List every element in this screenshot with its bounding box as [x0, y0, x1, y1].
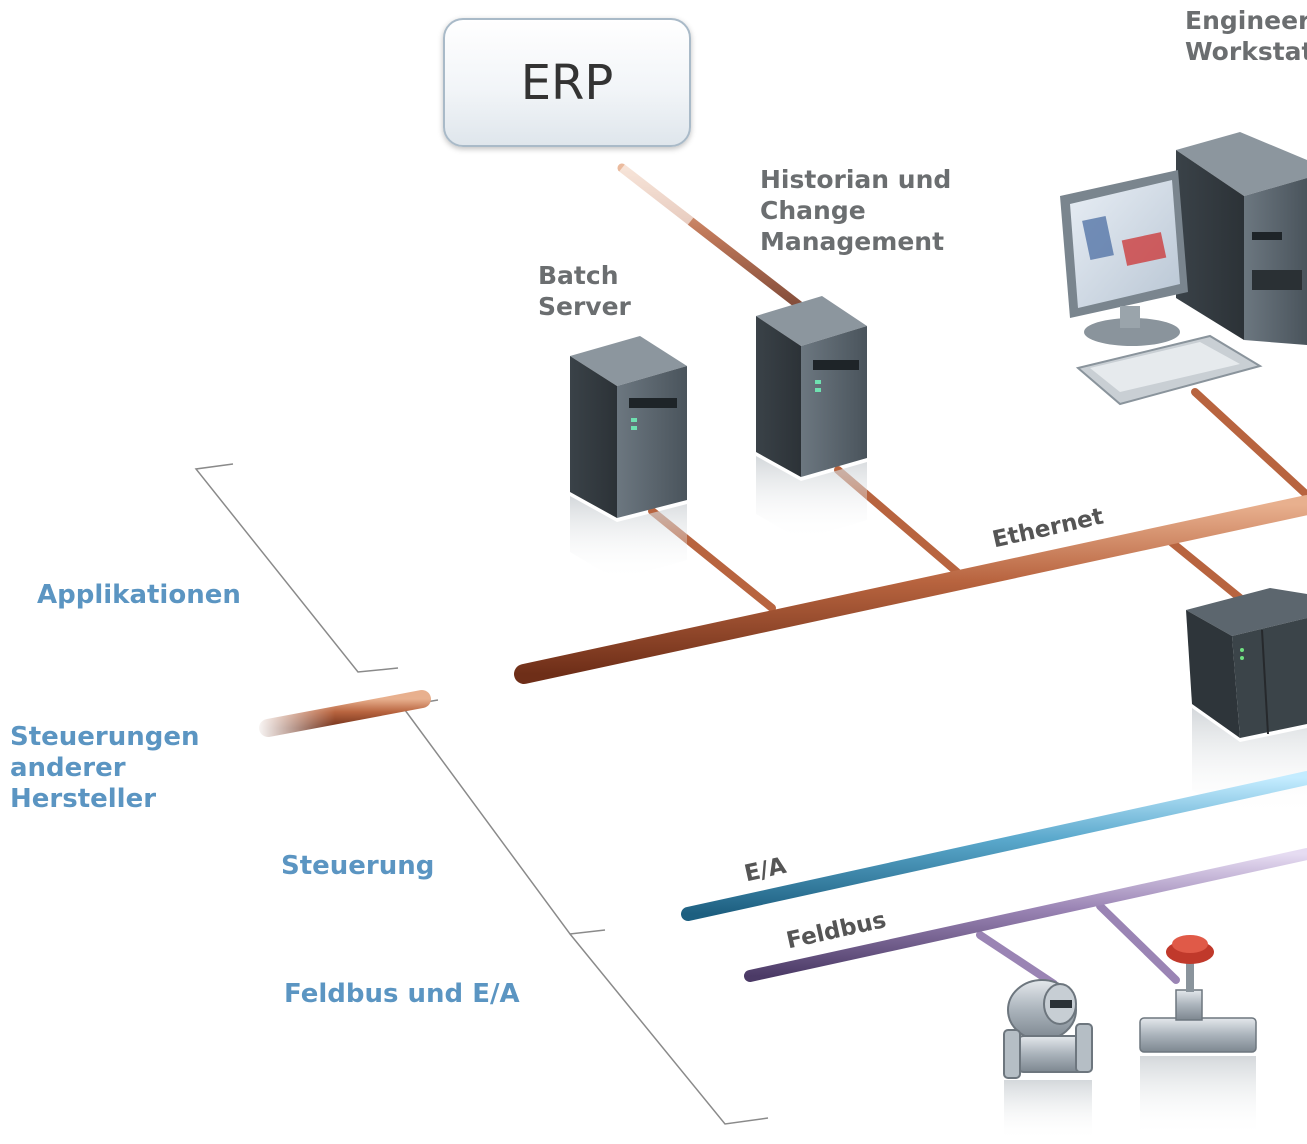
third-party-link	[255, 690, 431, 745]
erp-box: ERP	[443, 18, 691, 147]
batch-server-label: Batch Server	[538, 260, 631, 322]
engineering-workstation-icon	[1060, 132, 1307, 406]
batch-server-label-line2: Server	[538, 292, 631, 321]
historian-label-line3: Management	[760, 227, 945, 256]
layer-label-control: Steuerung	[281, 851, 435, 881]
historian-server-icon	[756, 296, 867, 540]
historian-label-line2: Change	[760, 196, 866, 225]
engineering-workstation-label-line1: Engineer	[1185, 6, 1307, 35]
erp-link	[617, 163, 805, 311]
layer-label-fieldbus-io: Feldbus und E/A	[284, 979, 520, 1009]
layer-label-third-party: Steuerungen anderer Hersteller	[10, 722, 200, 815]
bracket-control	[400, 699, 606, 935]
fieldbus-drops	[976, 902, 1180, 988]
batch-server-icon	[570, 336, 687, 580]
flow-meter-icon	[1003, 979, 1093, 1140]
erp-label: ERP	[520, 54, 614, 111]
bracket-fieldbus	[569, 933, 769, 1125]
bracket-applications	[194, 463, 399, 673]
layer-label-third-party-line3: Hersteller	[10, 784, 157, 814]
historian-label-line1: Historian und	[760, 165, 952, 194]
layer-label-applications: Applikationen	[37, 580, 241, 610]
fieldbus-pipe	[744, 848, 1307, 982]
io-pipe	[681, 771, 1307, 921]
layer-label-third-party-line1: Steuerungen	[10, 722, 200, 752]
engineering-workstation-label-line2: Workstat	[1185, 37, 1307, 66]
engineering-workstation-label: Engineer Workstat	[1185, 5, 1307, 67]
historian-label: Historian und Change Management	[760, 164, 951, 257]
layer-label-third-party-line2: anderer	[10, 753, 126, 783]
batch-server-label-line1: Batch	[538, 261, 619, 290]
valve-icon	[1139, 935, 1257, 1136]
ethernet-pipe	[514, 495, 1307, 684]
